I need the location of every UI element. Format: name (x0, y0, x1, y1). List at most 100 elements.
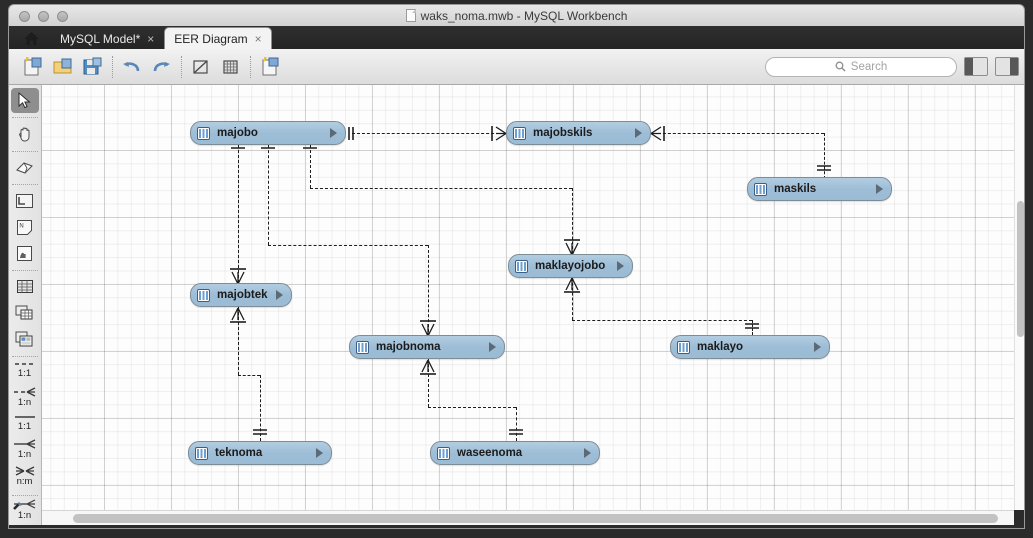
expand-arrow-icon[interactable] (635, 128, 642, 138)
pointer-tool[interactable] (10, 88, 39, 114)
diagram-actions-group (251, 54, 289, 80)
cardinality-one-glyph (817, 163, 831, 173)
cardinality-many-glyph (490, 126, 507, 141)
save-model-icon[interactable] (80, 54, 106, 80)
eraser-tool[interactable] (11, 155, 39, 180)
dashed-crowsfoot-icon (13, 387, 35, 397)
image-tool[interactable] (11, 241, 39, 266)
search-input[interactable]: Search (765, 56, 957, 77)
grid-actions-group (182, 54, 250, 80)
solid-line-icon (14, 416, 35, 418)
expand-arrow-icon[interactable] (814, 342, 821, 352)
table-node-majobnoma[interactable]: majobnoma (349, 335, 505, 359)
cursor-arrow-icon (18, 92, 31, 109)
close-window-button[interactable] (19, 11, 30, 22)
view-tool[interactable] (11, 301, 39, 326)
expand-arrow-icon[interactable] (617, 261, 624, 271)
table-name: maklayo (697, 341, 744, 353)
table-node-maskils[interactable]: maskils (747, 177, 892, 201)
table-name: maskils (774, 183, 817, 195)
horizontal-scrollbar[interactable] (42, 510, 1014, 525)
connector-segment (572, 278, 573, 320)
connector-segment (310, 188, 572, 189)
table-node-maklayo[interactable]: maklayo (670, 335, 830, 359)
relationship-1-1-non-identifying-tool[interactable]: 1:1 (10, 413, 40, 439)
minimize-window-button[interactable] (38, 11, 49, 22)
zoom-window-button[interactable] (57, 11, 68, 22)
table-node-majobtek[interactable]: majobtek (190, 283, 292, 307)
cardinality-many-glyph (420, 319, 436, 337)
relationship-tool-label: 1:n (17, 396, 32, 408)
cardinality-many-glyph (230, 307, 246, 325)
table-node-majobo[interactable]: majobo (190, 121, 346, 145)
relationship-n-m-tool[interactable]: n:m (10, 465, 40, 492)
connector-segment (428, 407, 516, 408)
relationship-tool-label: n:m (16, 475, 33, 487)
expand-arrow-icon[interactable] (316, 448, 323, 458)
note-tool[interactable]: N (11, 215, 39, 240)
window-controls[interactable] (19, 11, 68, 22)
search-icon (835, 61, 846, 72)
tab-mysql-model[interactable]: MySQL Model* × (50, 27, 164, 50)
table-tool[interactable] (11, 274, 39, 299)
vertical-scrollbar-thumb[interactable] (1017, 201, 1024, 337)
table-icon (437, 446, 450, 460)
table-node-waseenoma[interactable]: waseenoma (430, 441, 600, 465)
expand-arrow-icon[interactable] (330, 128, 337, 138)
relationship-1-1-identifying-tool[interactable]: 1:1 (10, 360, 40, 386)
connector-segment (516, 407, 517, 441)
palette-divider (11, 356, 38, 358)
close-tab-icon[interactable]: × (147, 31, 155, 46)
expand-arrow-icon[interactable] (584, 448, 591, 458)
connector-segment (572, 320, 752, 321)
open-model-icon[interactable] (50, 54, 76, 80)
many-to-many-icon (15, 465, 34, 476)
pane-left-glyph (965, 58, 973, 75)
expand-arrow-icon[interactable] (276, 290, 283, 300)
expand-arrow-icon[interactable] (489, 342, 496, 352)
eer-diagram-canvas[interactable]: majobo majobskils maskils maklayojobo (42, 85, 1014, 510)
relationship-1-n-non-identifying-tool[interactable]: 1:n (10, 439, 40, 465)
snap-to-grid-icon[interactable] (188, 54, 214, 80)
close-tab-icon[interactable]: × (254, 32, 262, 46)
cardinality-many-glyph (230, 267, 246, 285)
hand-tool[interactable] (11, 121, 39, 146)
connector-segment (268, 245, 428, 246)
connector-segment (572, 188, 573, 254)
table-node-majobskils[interactable]: majobskils (506, 121, 651, 145)
relationship-1-n-identifying-tool[interactable]: 1:n (10, 387, 40, 413)
cardinality-many-glyph (564, 238, 580, 256)
connector-segment (238, 375, 260, 376)
expand-arrow-icon[interactable] (876, 184, 883, 194)
vertical-scrollbar[interactable] (1014, 85, 1025, 510)
toggle-right-sidebar-button[interactable] (995, 57, 1019, 76)
layer-tool[interactable] (11, 188, 39, 213)
palette-divider (11, 270, 38, 272)
connector-segment (260, 375, 261, 441)
table-icon (754, 182, 767, 196)
relationship-tool-label: 1:n (17, 509, 32, 521)
relationship-pick-columns-tool[interactable]: 1:n (10, 499, 40, 525)
horizontal-scrollbar-thumb[interactable] (73, 513, 998, 523)
undo-icon[interactable] (119, 54, 145, 80)
pane-right-glyph (1010, 58, 1018, 75)
toggle-left-sidebar-button[interactable] (964, 57, 988, 76)
palette-divider (11, 150, 38, 152)
toggle-grid-icon[interactable] (218, 54, 244, 80)
hand-icon (18, 127, 29, 142)
redo-icon[interactable] (149, 54, 175, 80)
connector-segment (428, 359, 429, 407)
tab-eer-diagram[interactable]: EER Diagram × (164, 27, 272, 50)
relationship-tool-label: 1:1 (17, 420, 32, 432)
svg-text:N: N (19, 223, 23, 229)
new-diagram-icon[interactable] (257, 54, 283, 80)
new-model-icon[interactable] (20, 54, 46, 80)
cardinality-one-glyph (509, 427, 523, 437)
routine-group-tool[interactable] (11, 327, 39, 352)
table-node-maklayojobo[interactable]: maklayojobo (508, 254, 633, 278)
table-node-teknoma[interactable]: teknoma (188, 441, 332, 465)
tab-strip: MySQL Model* × EER Diagram × (8, 26, 1025, 50)
home-tab[interactable] (12, 27, 50, 50)
toolbar-separator (250, 55, 251, 78)
